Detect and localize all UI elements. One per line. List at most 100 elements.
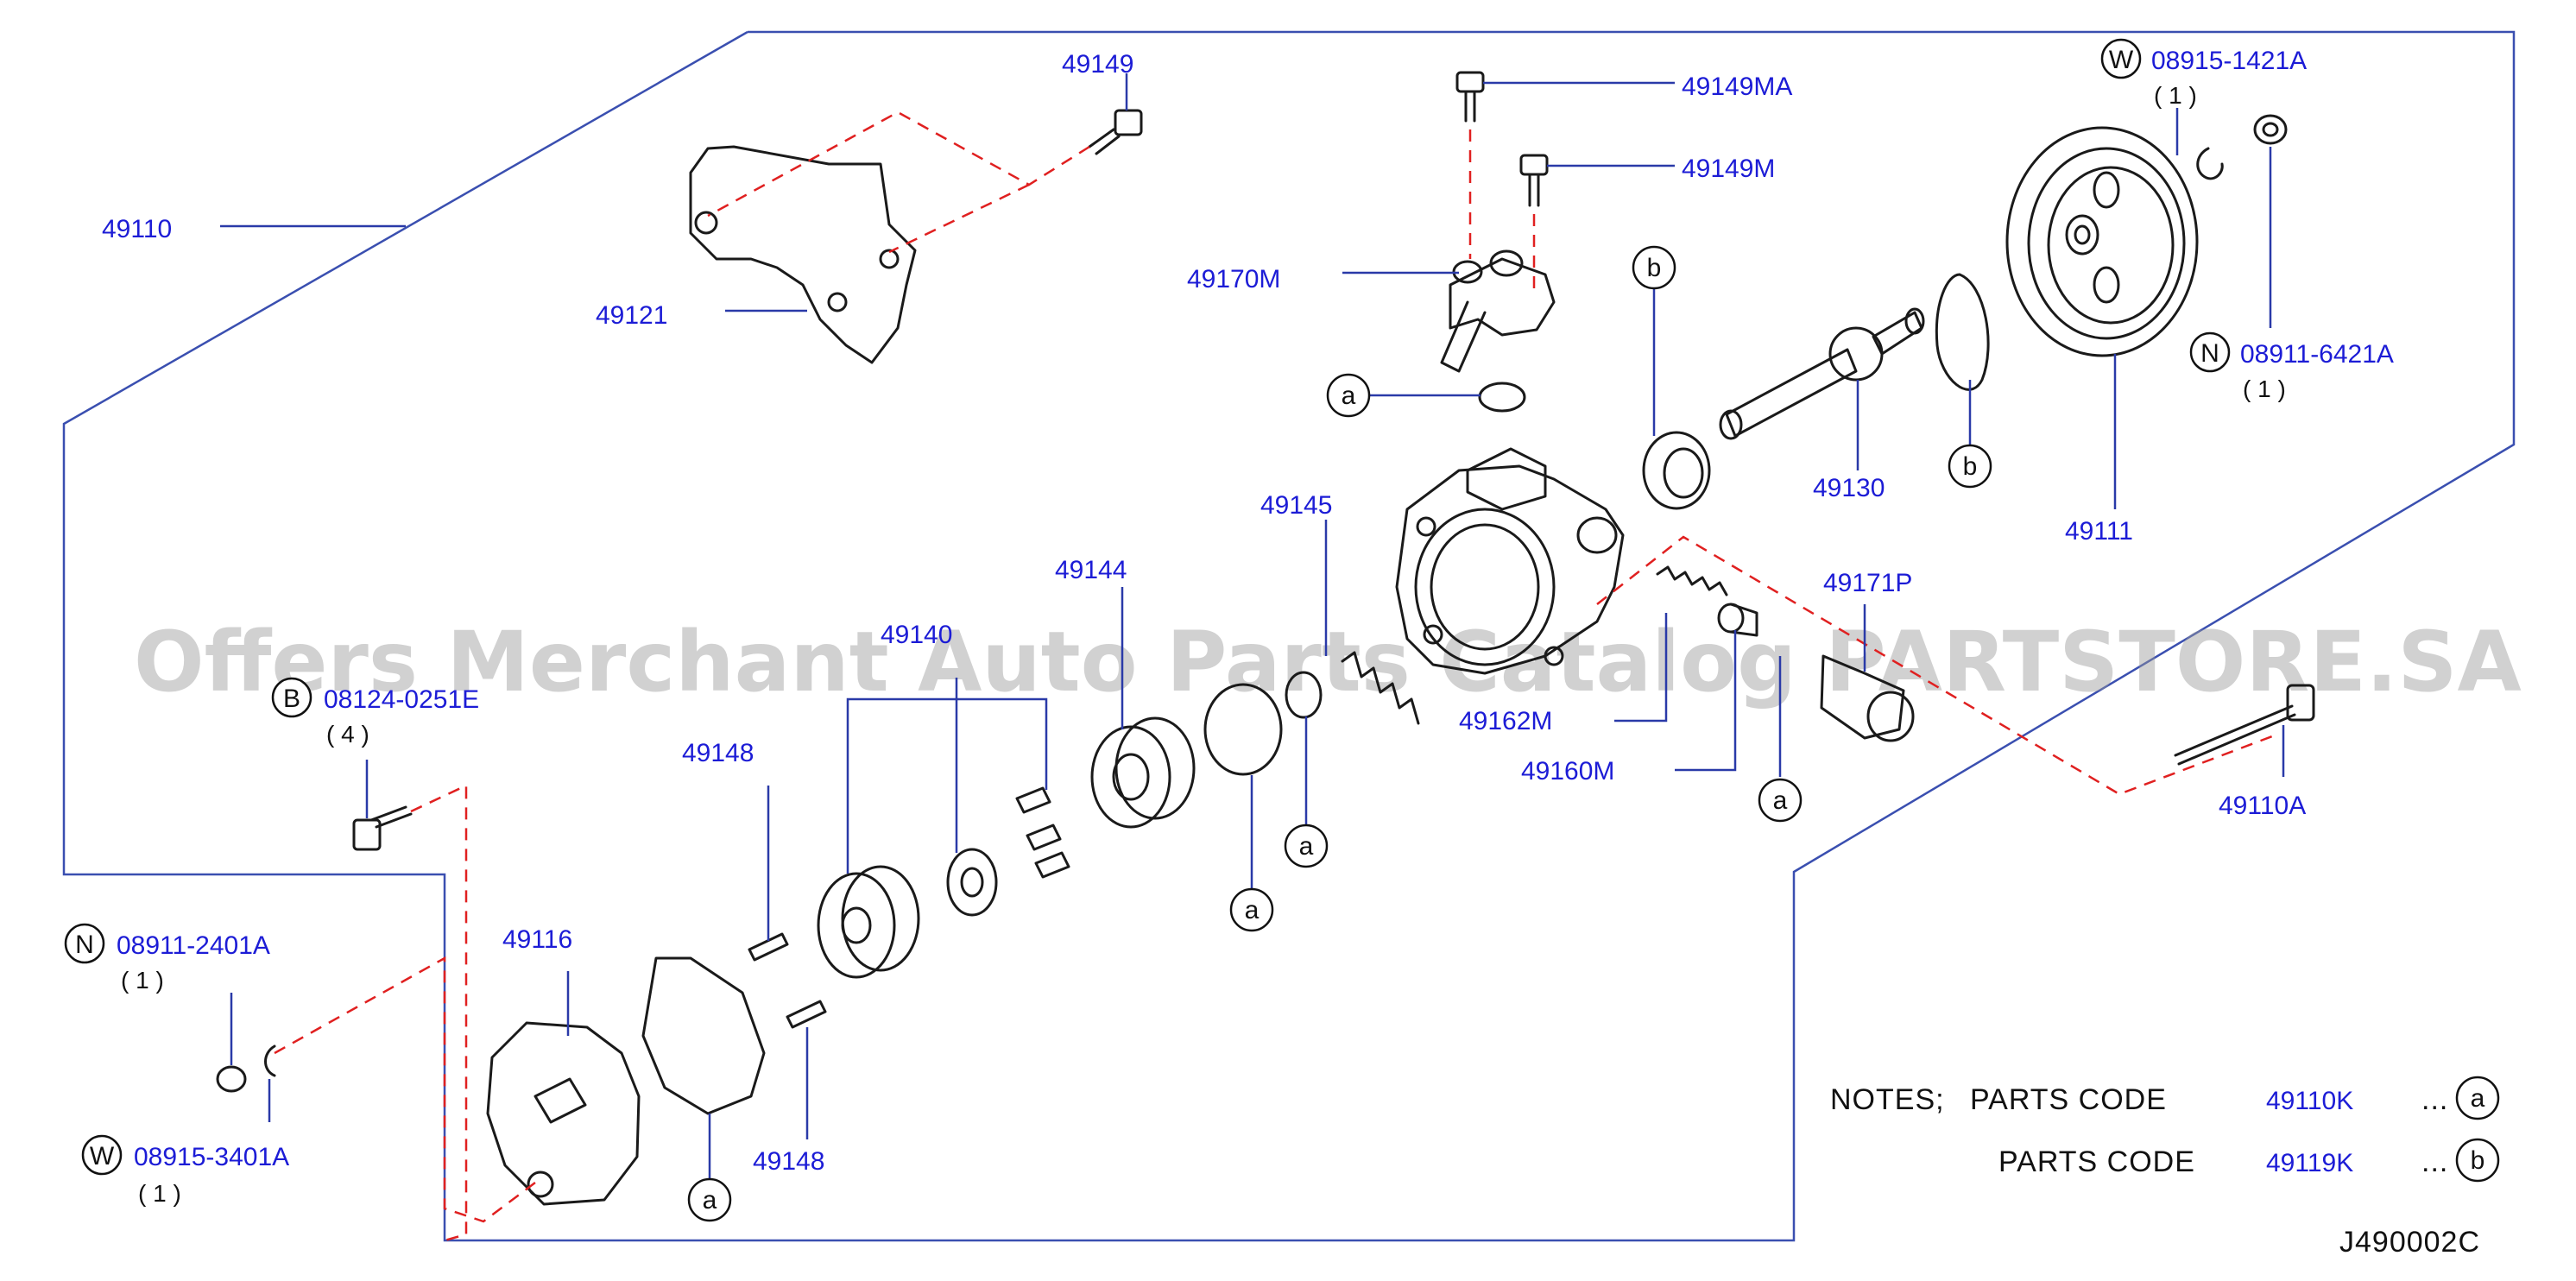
o-ring-large-drawing (1203, 683, 1283, 776)
label-08915-3401a: 08915-3401A (134, 1143, 289, 1171)
prefix-b-left: B (283, 685, 300, 713)
ref-a-gasket: a (687, 1177, 732, 1222)
illustration-code: J490002C (2339, 1226, 2480, 1259)
prefix-circle-n-left (64, 923, 105, 964)
notes-ref-a: a (2471, 1084, 2485, 1113)
valve-49171p-drawing (1820, 654, 1915, 742)
dash-49110a (1596, 535, 2280, 796)
label-49116: 49116 (502, 925, 572, 954)
dash-cover (274, 956, 536, 1223)
bracket-49121-drawing (689, 145, 917, 364)
svg-text:b: b (1963, 452, 1978, 481)
prefix-circle-w-top (2100, 38, 2142, 79)
side-plate-drawing (817, 865, 920, 979)
fitting-49170m-drawing (1440, 249, 1556, 373)
prefix-w-top: W (2109, 46, 2134, 74)
label-49170m: 49170M (1187, 265, 1280, 293)
leader-49140 (846, 678, 958, 874)
svg-text:a: a (703, 1186, 717, 1215)
seal-drawing (1642, 431, 1711, 510)
label-49110: 49110 (102, 215, 172, 243)
count-w-top: ( 1 ) (2154, 82, 2197, 109)
label-49149ma: 49149MA (1682, 73, 1792, 101)
assembly-frame (62, 30, 2516, 1242)
plunger-49160m-drawing (1717, 603, 1758, 637)
svg-text:a: a (1342, 382, 1356, 410)
dash-49149 (707, 110, 1090, 218)
notes-code-b: 49119K (2266, 1149, 2353, 1177)
bolt-49110a-drawing (2174, 684, 2315, 766)
notes-ref-circle-a (2455, 1076, 2500, 1120)
notes-line2-label: PARTS CODE (1998, 1145, 2195, 1178)
dash-bolt-b (410, 784, 468, 1242)
label-49121: 49121 (596, 301, 667, 330)
ref-a-oring-large: a (1229, 887, 1274, 932)
o-ring-small-drawing (1285, 671, 1323, 719)
pump-body-drawing (1395, 447, 1625, 675)
ref-a-oring-small: a (1284, 824, 1329, 868)
svg-text:b: b (1647, 254, 1662, 282)
dash-49121-lower (888, 183, 1030, 254)
notes-ellipsis-a: ... (2421, 1083, 2448, 1116)
pulley-49111-drawing (2005, 126, 2199, 357)
label-49144: 49144 (1055, 556, 1127, 584)
cover-49116-drawing (486, 1021, 641, 1206)
notes-ellipsis-b: ... (2421, 1145, 2448, 1178)
spring-49162m-drawing (1656, 565, 1728, 596)
rotor-49140-drawing (946, 786, 1070, 917)
leader-49140-right (957, 697, 1048, 790)
ref-a-plunger: a (1758, 778, 1803, 823)
ref-b-seal: b (1632, 245, 1676, 290)
label-08915-1421a: 08915-1421A (2151, 47, 2307, 75)
label-08911-2401a: 08911-2401A (117, 931, 270, 960)
washer-left-drawing (264, 1044, 276, 1077)
label-49148-top: 49148 (682, 739, 754, 767)
spring-49145-drawing (1341, 651, 1420, 725)
notes-line1-prefix: NOTES; (1830, 1083, 1945, 1116)
label-49140: 49140 (881, 621, 952, 649)
prefix-n-right: N (2200, 339, 2219, 368)
prefix-circle-b-left (271, 677, 313, 718)
notes-block: NOTES; PARTS CODE 49110K ... a PARTS COD… (1830, 1076, 2500, 1183)
label-49149m: 49149M (1682, 155, 1775, 183)
label-49149: 49149 (1062, 50, 1133, 79)
bolt-49149ma-drawing (1455, 71, 1485, 123)
snap-ring-drawing (1935, 273, 1990, 391)
svg-text:a: a (1245, 896, 1260, 924)
label-49145: 49145 (1260, 491, 1332, 520)
notes-ref-circle-b (2455, 1138, 2500, 1183)
watermark-text: Offers Merchant Auto Parts Catalog PARTS… (134, 614, 2522, 710)
count-n-left: ( 1 ) (121, 967, 164, 994)
nut-left-drawing (216, 1065, 247, 1093)
label-49171p: 49171P (1823, 569, 1912, 597)
washer-top-drawing (2196, 147, 2224, 180)
svg-text:a: a (1773, 786, 1788, 815)
shaft-49130-drawing (1719, 307, 1925, 440)
bolt-49149m-drawing (1519, 154, 1549, 207)
svg-text:a: a (1299, 832, 1314, 861)
label-49148-bottom: 49148 (753, 1147, 824, 1176)
notes-code-a: 49110K (2266, 1087, 2353, 1115)
count-b-left: ( 4 ) (326, 721, 369, 748)
label-08124-0251e: 08124-0251E (324, 685, 479, 714)
o-ring-drawing (1478, 382, 1526, 413)
dowel-pins-49148-drawing (748, 932, 827, 1029)
notes-line1-label: PARTS CODE (1970, 1083, 2167, 1116)
nut-right-drawing (2253, 114, 2288, 145)
label-49111: 49111 (2065, 517, 2133, 546)
bolt-b-left-drawing (352, 805, 413, 851)
label-49110a: 49110A (2219, 792, 2306, 820)
count-w-left: ( 1 ) (138, 1180, 181, 1207)
label-49130: 49130 (1813, 474, 1885, 502)
bolt-49149-drawing (1088, 109, 1143, 155)
prefix-n-left: N (75, 931, 94, 959)
leader-49160m (1675, 630, 1737, 772)
prefix-circle-w-left (81, 1134, 123, 1176)
notes-ref-b: b (2471, 1146, 2485, 1175)
ref-a-oring-top: a (1326, 373, 1371, 418)
ref-b-snap-ring: b (1948, 444, 1992, 489)
label-49162m: 49162M (1459, 707, 1552, 735)
leader-49162m (1614, 613, 1668, 723)
